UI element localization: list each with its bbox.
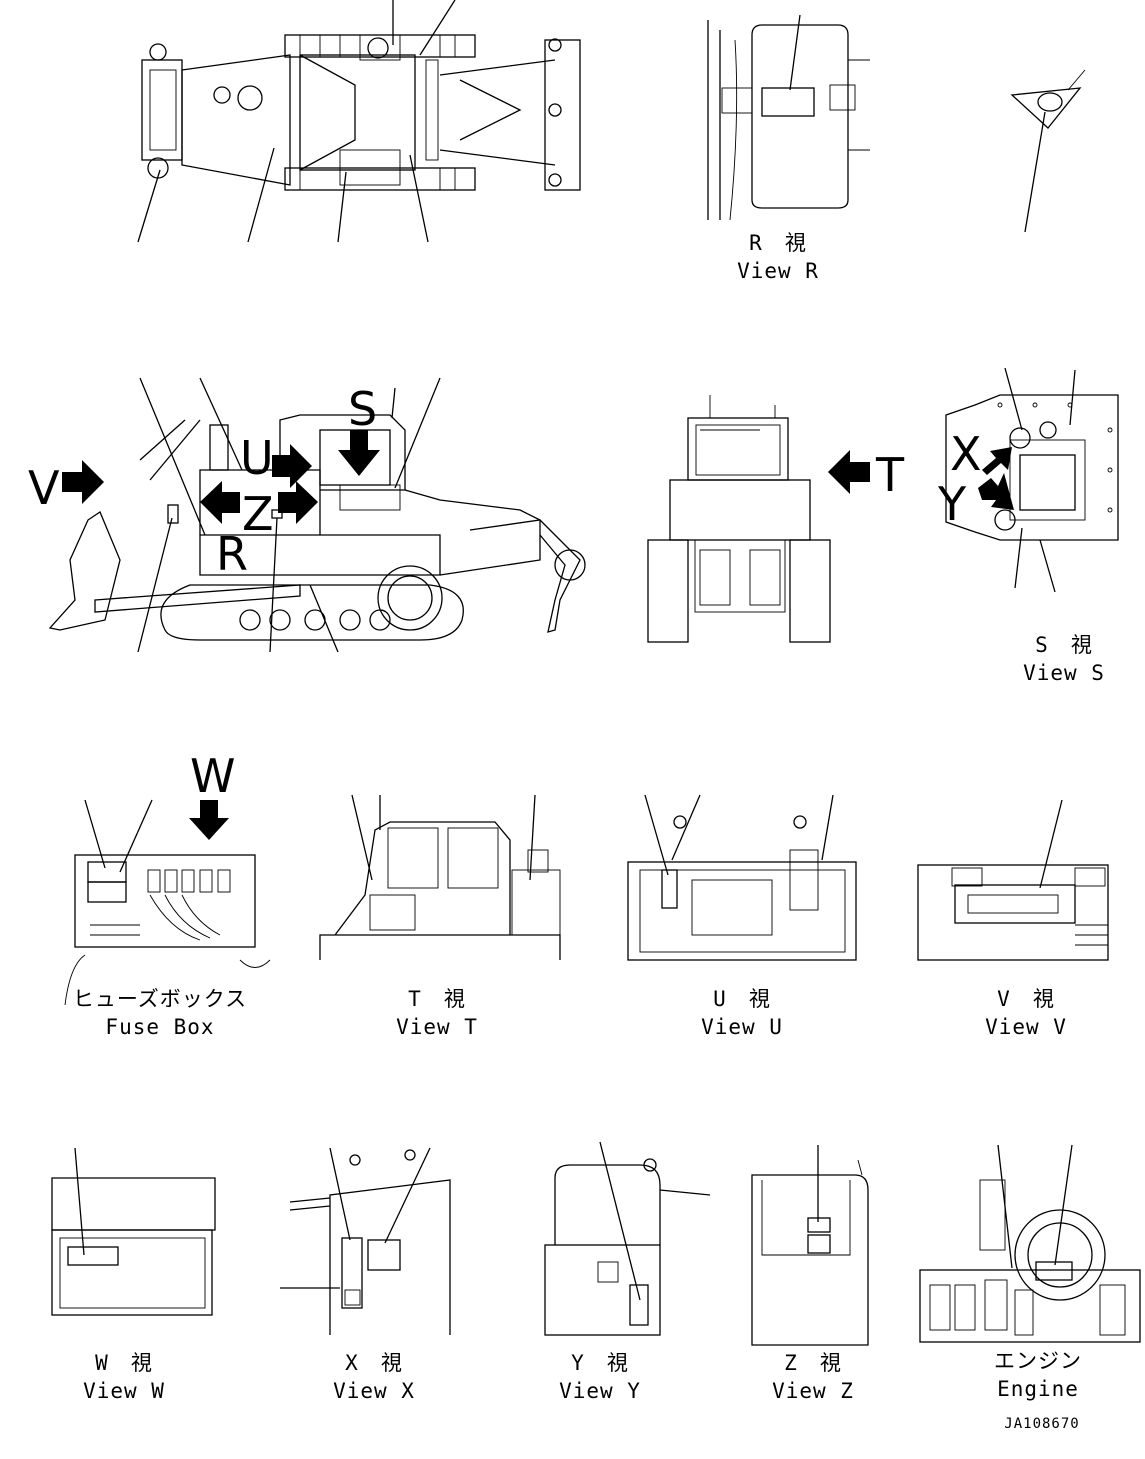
view-t-drawing xyxy=(319,794,561,960)
letter-w: W xyxy=(190,749,235,803)
arrow-u-indicator xyxy=(272,444,312,488)
decal-detail-drawing xyxy=(1010,69,1086,233)
front-view-drawing xyxy=(647,395,870,643)
arrow-t-indicator xyxy=(828,450,870,494)
letter-t: T xyxy=(875,448,905,502)
view-r-drawing xyxy=(707,14,870,221)
view-w-drawing xyxy=(51,1147,216,1316)
view-r-caption-en: View R xyxy=(737,259,819,283)
letter-x: X xyxy=(950,427,982,481)
arrow-v-indicator xyxy=(62,460,104,504)
view-y-caption-en: View Y xyxy=(559,1379,641,1403)
letter-r: R xyxy=(216,527,248,581)
view-v-drawing xyxy=(917,799,1109,961)
view-s-caption-en: View S xyxy=(1023,661,1105,685)
view-v-caption: V 視 View V xyxy=(985,987,1067,1039)
letter-v: V xyxy=(28,461,60,515)
top-view-drawing xyxy=(137,0,581,243)
view-w-caption-en: View W xyxy=(83,1379,165,1403)
view-u-caption-jp: U 視 xyxy=(713,987,771,1011)
view-t-caption-jp: T 視 xyxy=(408,987,466,1011)
letter-y: Y xyxy=(937,477,967,531)
view-z-caption-jp: Z 視 xyxy=(784,1351,842,1375)
view-y-drawing xyxy=(544,1141,711,1336)
engine-caption-jp: エンジン xyxy=(994,1349,1082,1373)
view-z-caption: Z 視 View Z xyxy=(772,1351,854,1403)
side-view-drawing xyxy=(48,377,586,653)
view-u-drawing xyxy=(627,794,857,961)
fuse-box-drawing xyxy=(64,799,271,1006)
arrow-s-indicator xyxy=(338,430,380,476)
fuse-box-caption: ヒューズボックス Fuse Box xyxy=(73,987,247,1039)
letter-u: U xyxy=(240,431,274,485)
arrow-x-indicator xyxy=(982,447,1012,475)
view-y-caption-jp: Y 視 xyxy=(571,1351,629,1375)
engine-caption: エンジン Engine xyxy=(994,1349,1082,1401)
view-v-caption-en: View V xyxy=(985,1015,1067,1039)
view-x-caption: X 視 View X xyxy=(333,1351,415,1403)
arrow-y-indicator xyxy=(978,473,1014,510)
view-x-caption-jp: X 視 xyxy=(345,1351,403,1375)
view-t-caption: T 視 View T xyxy=(396,987,478,1039)
view-r-caption: R 視 View R xyxy=(737,231,819,283)
letter-s: S xyxy=(348,382,377,436)
fuse-box-caption-jp: ヒューズボックス xyxy=(73,987,247,1011)
view-s-caption: S 視 View S xyxy=(1023,633,1105,685)
view-t-caption-en: View T xyxy=(396,1015,478,1039)
engine-caption-en: Engine xyxy=(997,1377,1079,1401)
view-w-caption-jp: W 視 xyxy=(95,1351,153,1375)
drawing-code: JA108670 xyxy=(1004,1416,1079,1432)
side-view-letters: V U S Z R xyxy=(28,382,377,581)
engine-drawing xyxy=(919,1144,1141,1343)
view-s-drawing xyxy=(945,367,1119,593)
view-y-caption: Y 視 View Y xyxy=(559,1351,641,1403)
arrow-w-indicator xyxy=(189,800,229,840)
arrow-r-indicator xyxy=(200,481,240,524)
view-x-caption-en: View X xyxy=(333,1379,415,1403)
view-s-caption-jp: S 視 xyxy=(1035,633,1093,657)
view-z-caption-en: View Z xyxy=(772,1379,854,1403)
view-v-caption-jp: V 視 xyxy=(997,987,1055,1011)
view-w-caption: W 視 View W xyxy=(83,1351,165,1403)
fuse-box-caption-en: Fuse Box xyxy=(105,1015,214,1039)
letter-z: Z xyxy=(242,487,274,541)
view-x-drawing xyxy=(280,1147,451,1335)
view-u-caption-en: View U xyxy=(701,1015,783,1039)
view-r-caption-jp: R 視 xyxy=(749,231,807,255)
arrow-z-indicator xyxy=(278,481,318,524)
view-z-drawing xyxy=(751,1145,869,1346)
view-u-caption: U 視 View U xyxy=(701,987,783,1039)
